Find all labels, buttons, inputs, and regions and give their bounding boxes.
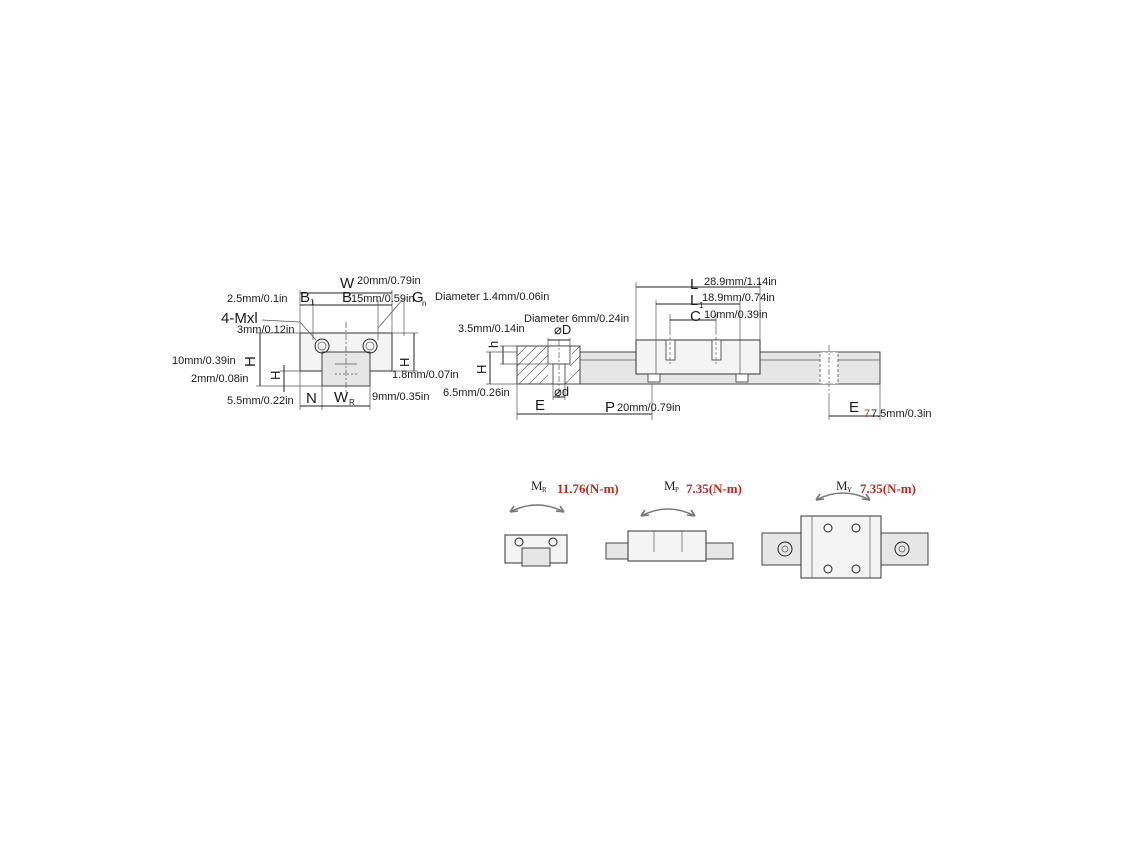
dim-L1: 18.9mm/0.74in (702, 292, 775, 304)
dim-C: 10mm/0.39in (704, 309, 768, 321)
moment-MY: M Y 7.35(N-m) (761, 478, 929, 579)
svg-text:1: 1 (310, 298, 315, 307)
dim-H2: 1.8mm/0.07in (392, 369, 459, 381)
dim-N: 5.5mm/0.22in (227, 395, 294, 407)
symbol-WR: W (334, 389, 349, 406)
symbol-E1: E (535, 397, 545, 414)
svg-text:R: R (542, 486, 547, 494)
mp-block-icon (627, 530, 707, 562)
symbol-D: ⌀D (554, 322, 571, 337)
mount-hole-left (314, 338, 330, 354)
svg-text:7: 7 (864, 408, 870, 420)
svg-text:P: P (675, 486, 679, 494)
dim-L: 28.9mm/1.14in (704, 276, 777, 288)
svg-text:R: R (349, 398, 355, 407)
symbol-B1: B (300, 289, 310, 306)
symbol-L1: L (690, 292, 698, 309)
rail-front (321, 351, 371, 387)
symbol-L: L (690, 276, 698, 293)
dim-WR: 9mm/0.35in (372, 391, 429, 403)
symbol-H1: H (268, 371, 283, 380)
symbol-E2: E (849, 399, 859, 416)
svg-text:1: 1 (699, 301, 704, 310)
thread-label: 4-Mxl (221, 310, 258, 327)
dim-W: 20mm/0.79in (357, 275, 421, 287)
dim-D: Diameter 6mm/0.24in (524, 313, 629, 325)
moment-MR-symbol: M (531, 478, 543, 493)
side-view: Diameter 1.4mm/0.06in Diameter 6mm/0.24i… (435, 276, 932, 420)
symbol-H2: H (397, 358, 412, 367)
symbol-N: N (306, 390, 317, 407)
dim-B1: 2.5mm/0.1in (227, 293, 288, 305)
dim-hole-d: Diameter 1.4mm/0.06in (435, 291, 549, 303)
symbol-W: W (340, 275, 355, 292)
moment-MP: M P 7.35(N-m) (605, 478, 742, 562)
svg-text:n: n (422, 299, 426, 308)
dim-H1: 2mm/0.08in (191, 373, 248, 385)
block-screw-left (665, 339, 676, 361)
symbol-h: h (486, 341, 501, 348)
dim-thread-depth: 3mm/0.12in (237, 324, 294, 336)
dim-h: 3.5mm/0.14in (458, 323, 525, 335)
dim-B: 15mm/0.59in (351, 293, 415, 305)
block-screw-right (711, 339, 722, 361)
symbol-d: ⌀d (554, 384, 569, 399)
symbol-Gn: G (412, 289, 424, 306)
moment-MR-value: 11.76(N-m) (557, 481, 619, 496)
svg-text:Y: Y (847, 486, 852, 494)
moment-MY-symbol: M (836, 478, 848, 493)
block-side (635, 339, 761, 375)
moment-MY-value: 7.35(N-m) (860, 481, 916, 496)
symbol-HR: H (474, 365, 489, 374)
moment-MR: M R 11.76(N-m) (504, 478, 619, 567)
symbol-P: P (605, 399, 615, 416)
dim-E: 7.5mm/0.3in (871, 408, 932, 420)
dim-HR: 6.5mm/0.26in (443, 387, 510, 399)
my-block-icon (800, 515, 882, 579)
moment-MP-symbol: M (664, 478, 676, 493)
mount-hole-right (362, 338, 378, 354)
dim-H: 10mm/0.39in (172, 355, 236, 367)
symbol-C: C (690, 308, 701, 325)
moment-MP-value: 7.35(N-m) (686, 481, 742, 496)
dim-P: 20mm/0.79in (617, 402, 681, 414)
symbol-B: B (342, 289, 352, 306)
symbol-H: H (242, 356, 259, 367)
front-view: W 20mm/0.79in 2.5mm/0.1in B 1 B 15mm/0.5… (172, 275, 459, 410)
